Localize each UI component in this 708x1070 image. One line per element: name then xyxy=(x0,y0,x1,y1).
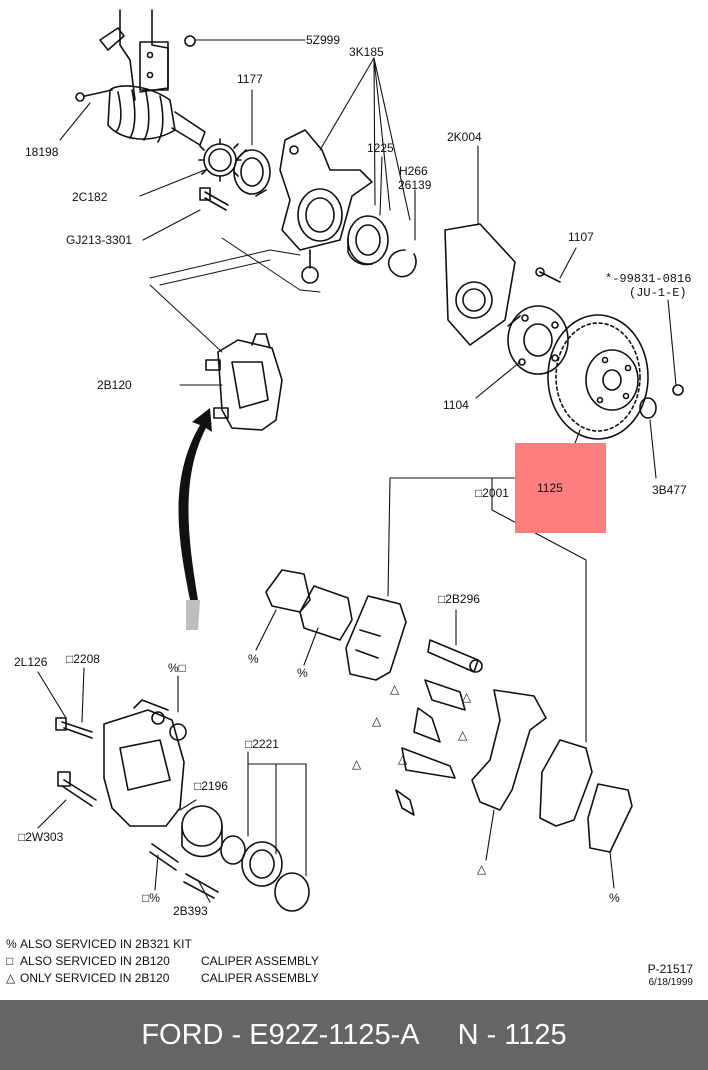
part-label-pct-2: % xyxy=(297,666,308,680)
reference-code: P-21517 xyxy=(647,962,693,976)
legend-text: ALSO SERVICED IN 2B321 KIT xyxy=(20,937,192,951)
triangle-mark: △ xyxy=(372,714,382,728)
part-label-ju1e: (JU-1-E) xyxy=(629,286,687,300)
triangle-mark: △ xyxy=(390,682,400,696)
brake-pad-set-upper xyxy=(265,569,407,681)
part-label-2b296: □2B296 xyxy=(438,592,480,606)
legend-text: ONLY SERVICED IN 2B120 xyxy=(20,971,170,985)
part-label-2221: □2221 xyxy=(245,737,279,751)
brake-pad-set-lower xyxy=(539,739,633,853)
part-label-2l126: 2L126 xyxy=(14,655,48,669)
footer-bar: FORD - E92Z-1125-A N - 1125 xyxy=(0,1000,708,1070)
triangle-mark: △ xyxy=(398,752,408,766)
part-label-5z999: 5Z999 xyxy=(306,33,341,47)
legend-caliper: CALIPER ASSEMBLY xyxy=(201,954,319,968)
legend-symbol: □ xyxy=(6,954,14,968)
part-label-1225: 1225 xyxy=(367,141,394,155)
legend-row-3: △ ONLY SERVICED IN 2B120 CALIPER ASSEMBLY xyxy=(6,971,319,985)
part-label-2208: □2208 xyxy=(66,652,100,666)
part-label-h266: H266 xyxy=(399,164,428,178)
part-label-99831: *-99831-0816 xyxy=(605,272,692,286)
footer-number: N - 1125 xyxy=(457,1019,567,1051)
part-label-2196: □2196 xyxy=(194,779,228,793)
part-label-3k185: 3K185 xyxy=(349,45,384,59)
part-label-2k004: 2K004 xyxy=(447,130,482,144)
triangle-mark: △ xyxy=(352,757,362,771)
caliper-housing-lower xyxy=(103,699,187,827)
wheel-hub xyxy=(507,305,569,375)
assembly-arrow xyxy=(178,408,212,630)
wheel-bearing xyxy=(347,215,389,266)
part-label-pct-square: %□ xyxy=(168,661,186,675)
caliper-assembly-upper xyxy=(205,333,283,431)
part-label-1104: 1104 xyxy=(443,398,469,412)
triangle-mark: △ xyxy=(462,690,472,704)
part-label-pct-1: % xyxy=(248,652,259,666)
legend-caliper: CALIPER ASSEMBLY xyxy=(201,971,319,985)
piston xyxy=(181,805,223,858)
part-label-3b477: 3B477 xyxy=(652,483,687,497)
part-label-18198: 18198 xyxy=(25,145,59,159)
part-label-26139: 26139 xyxy=(398,178,432,192)
guide-pins-clips xyxy=(395,639,483,816)
strut-bracket xyxy=(99,9,169,101)
part-label-1177: 1177 xyxy=(237,72,263,86)
part-label-2c182: 2C182 xyxy=(72,190,108,204)
part-label-pct-3: % xyxy=(609,891,620,905)
part-label-gj213: GJ213-3301 xyxy=(66,233,133,247)
steering-knuckle xyxy=(279,129,373,284)
seal-1177 xyxy=(233,149,271,197)
cv-joint xyxy=(75,85,206,146)
triangle-mark: △ xyxy=(477,862,487,876)
brake-rotor xyxy=(547,314,649,440)
caliper-bracket xyxy=(471,689,547,811)
triangle-mark: △ xyxy=(458,728,468,742)
dust-shield xyxy=(444,223,516,346)
legend-symbol: % xyxy=(6,937,17,951)
reference-date: 6/18/1999 xyxy=(648,977,694,988)
part-label-1125: 1125 xyxy=(537,481,563,495)
legend-text: ALSO SERVICED IN 2B120 xyxy=(20,954,170,968)
legend-row-1: %ALSO SERVICED IN 2B321 KIT xyxy=(6,937,192,951)
part-label-2b393: 2B393 xyxy=(173,904,208,918)
part-label-2b120: 2B120 xyxy=(97,378,132,392)
legend-symbol: △ xyxy=(6,971,16,985)
part-label-2001: □2001 xyxy=(475,486,509,500)
part-label-square-pct: □% xyxy=(142,891,160,905)
highlight-box xyxy=(515,443,606,533)
part-label-1107: 1107 xyxy=(568,230,594,244)
footer-brand-part: FORD - E92Z-1125-A xyxy=(141,1019,420,1051)
legend-row-2: □ ALSO SERVICED IN 2B120 CALIPER ASSEMBLY xyxy=(6,954,319,968)
parts-exploded-diagram xyxy=(37,9,684,912)
part-label-2w303: □2W303 xyxy=(18,830,64,844)
